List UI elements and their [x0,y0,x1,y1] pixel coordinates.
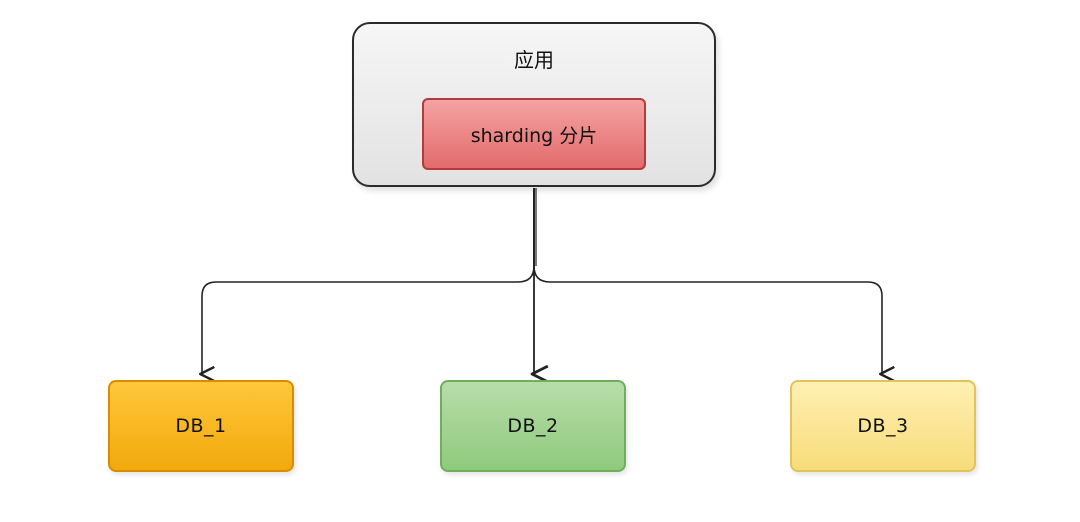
database-box-1: DB_1 [108,380,294,472]
arrow-to-db-3 [533,265,895,383]
application-title: 应用 [514,48,554,72]
database-box-2: DB_2 [440,380,626,472]
database-label-3: DB_3 [857,415,909,437]
database-label-2: DB_2 [507,415,559,437]
sharding-label: sharding 分片 [470,124,598,147]
database-label-1: DB_1 [175,415,227,437]
arrow-to-db-1 [199,265,535,383]
sharding-box: sharding 分片 [422,98,646,170]
database-box-3: DB_3 [790,380,976,472]
